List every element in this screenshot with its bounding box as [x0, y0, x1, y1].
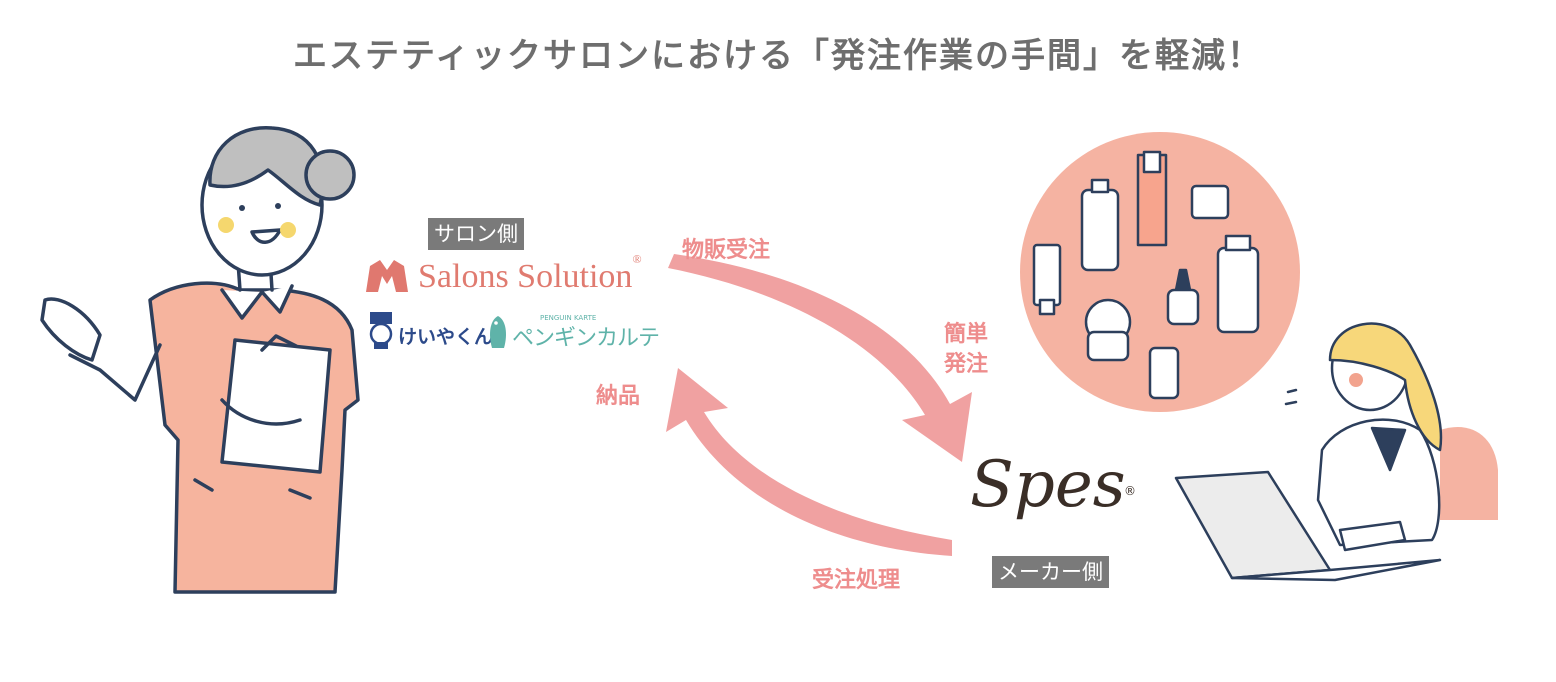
maker-side-label: メーカー側 — [992, 556, 1109, 588]
flow-label-order-processing: 受注処理 — [812, 568, 901, 593]
flow-label-product-order: 物販受注 — [682, 238, 771, 263]
flow-label-delivery: 納品 — [596, 384, 641, 409]
salons-solution-mark: ® — [632, 252, 642, 266]
flow-label-easy-order-line1: 簡単 — [944, 322, 989, 347]
flow-label-easy-order-line2: 発注 — [944, 352, 989, 377]
keiyakukun-logo-text: けいやくん — [398, 326, 494, 348]
flow-label-easy-order: 簡単 発注 — [944, 320, 988, 380]
salon-staff-illustration — [40, 126, 360, 594]
page-title: エステティックサロンにおける「発注作業の手間」を軽減！ — [293, 36, 1263, 76]
spes-registered-mark: ® — [1124, 484, 1136, 498]
salons-solution-logo-text: Salons Solution® — [418, 252, 642, 296]
arrow-delivery-to-salon — [666, 368, 952, 556]
products-illustration — [1020, 132, 1300, 412]
maker-staff-illustration — [1174, 322, 1498, 582]
salons-solution-name: Salons Solution — [418, 258, 633, 295]
keiyakukun-mascot-icon — [369, 312, 393, 349]
penguin-icon — [490, 316, 506, 348]
penguin-karte-subtitle: PENGUIN KARTE — [540, 314, 597, 322]
salons-solution-logo-icon — [366, 260, 408, 292]
salon-side-label: サロン側 — [428, 218, 524, 250]
penguin-karte-logo-text: ペンギンカルテ — [512, 326, 660, 351]
spes-logo-text: Spes — [970, 448, 1126, 522]
arrow-order-to-maker — [668, 254, 972, 462]
